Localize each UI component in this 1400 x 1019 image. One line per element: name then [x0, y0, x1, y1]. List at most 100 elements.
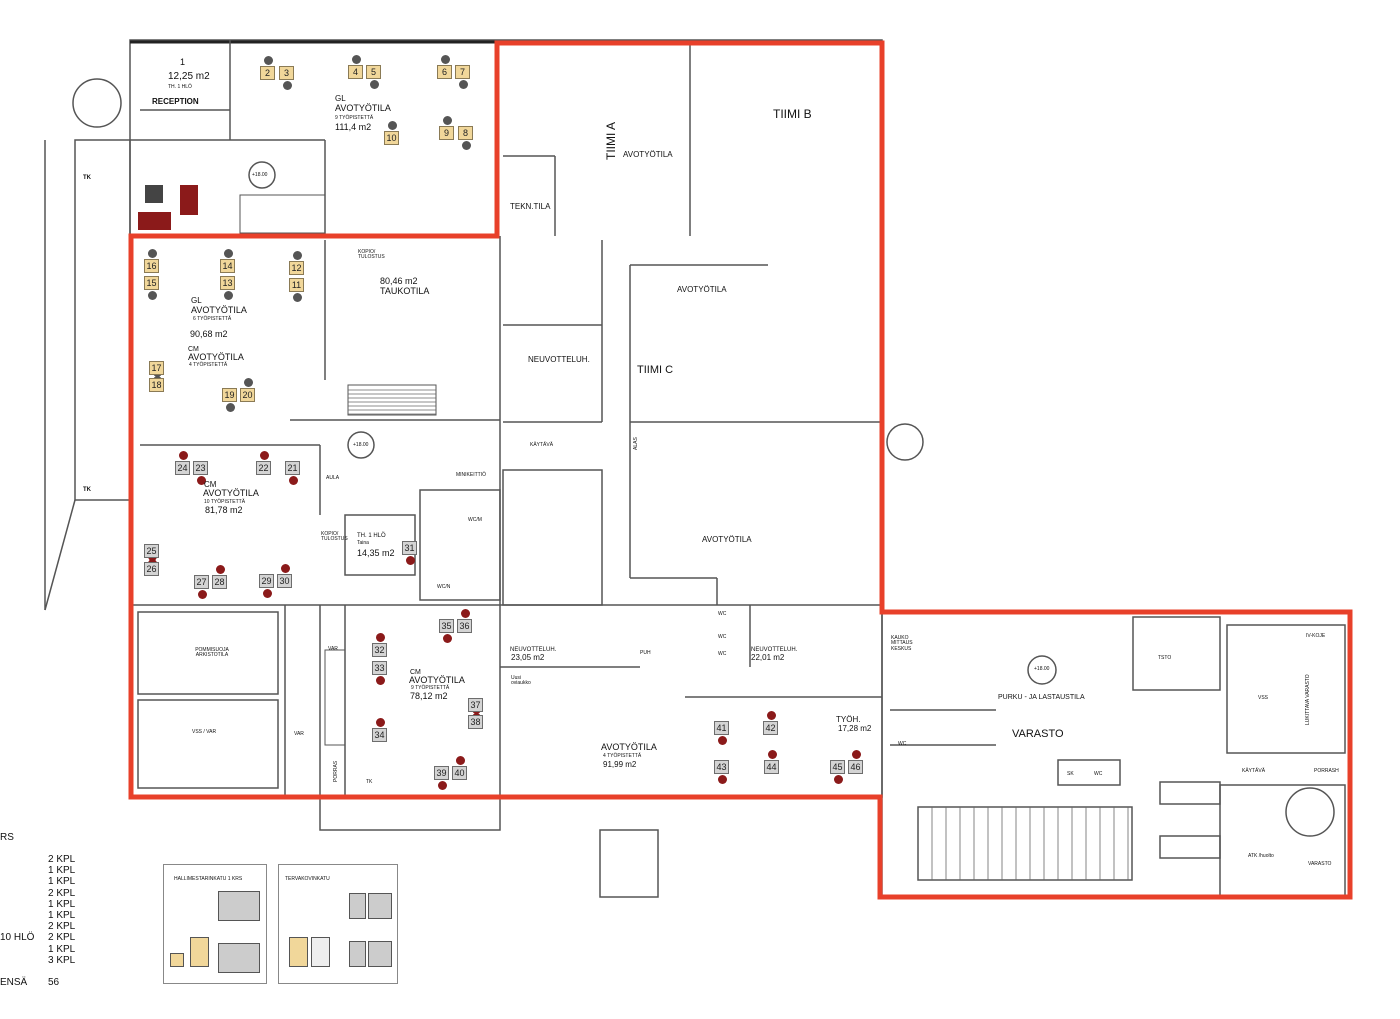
desk-20: 20 [240, 388, 255, 402]
chair [226, 403, 235, 412]
th-area: 14,35 m2 [357, 548, 395, 558]
gl1-name: AVOTYÖTILA [335, 103, 391, 113]
desk-23: 23 [193, 461, 208, 475]
desk-39: 39 [434, 766, 449, 780]
reception-sub: TH. 1 HLÖ [168, 84, 192, 90]
wardrobe [311, 937, 330, 967]
kaytava-label-2: KÄYTÄVÄ [1242, 768, 1266, 774]
sk-label: SK [1067, 771, 1074, 777]
desk-18: 18 [149, 378, 164, 392]
wcn-label: WC/N [437, 584, 451, 590]
cm2-seats: 10 TYÖPISTETTÄ [204, 499, 246, 505]
desk-22: 22 [256, 461, 271, 475]
chair [352, 55, 361, 64]
drawer-unit [170, 953, 184, 967]
cm3-area: 78,12 m2 [410, 691, 448, 701]
chair [283, 81, 292, 90]
chair [260, 451, 269, 460]
desk-38: 38 [468, 715, 483, 729]
cm2-name: AVOTYÖTILA [203, 488, 259, 498]
chair [216, 565, 225, 574]
level-marker: +18.00 [252, 172, 268, 178]
gl2-area: 90,68 m2 [190, 329, 228, 339]
cm1-seats: 4 TYÖPISTETTÄ [189, 362, 228, 368]
tk-label-2: TK [83, 487, 91, 493]
tiimi-c-label: TIIMI C [637, 364, 674, 376]
chair [293, 293, 302, 302]
desk-9: 9 [439, 126, 454, 140]
varasto-label: VARASTO [1012, 728, 1064, 740]
desk-16: 16 [144, 259, 159, 273]
tekn-tila-label: TEKN.TILA [510, 202, 551, 211]
legend-quantity: 2 KPL [48, 932, 76, 944]
kauko-label: KAUKO MITTAUS KESKUS [891, 635, 913, 652]
chair [197, 476, 206, 485]
avotyotila-label: AVOTYÖTILA [623, 150, 673, 159]
chair [370, 80, 379, 89]
desk-41: 41 [714, 721, 729, 735]
chair [198, 590, 207, 599]
chair [376, 633, 385, 642]
desk-4: 4 [348, 65, 363, 79]
chair [148, 249, 157, 258]
chair [438, 781, 447, 790]
alas-label: ALAS [633, 437, 639, 450]
desk-32: 32 [372, 643, 387, 657]
storage-cabinet [368, 941, 392, 967]
desk-21: 21 [285, 461, 300, 475]
gl2-name: AVOTYÖTILA [191, 305, 247, 315]
furniture-legend-box-2: TERVAKOVINKATU [278, 864, 398, 984]
desk-14: 14 [220, 259, 235, 273]
level-marker-3: +18.00 [1034, 666, 1050, 672]
desk-44: 44 [764, 760, 779, 774]
desk-27: 27 [194, 575, 209, 589]
chair [264, 56, 273, 65]
kopio-label-2: KOPIO/ TULOSTUS [321, 531, 348, 543]
avo4-area: 91,99 m2 [603, 760, 637, 769]
gl2-seats: 6 TYÖPISTETTÄ [193, 316, 232, 322]
desk-46: 46 [848, 760, 863, 774]
desk-33: 33 [372, 661, 387, 675]
legend-quantity: 2 KPL [48, 887, 76, 899]
cm1-name: AVOTYÖTILA [188, 352, 244, 362]
chair [244, 378, 253, 387]
desk-37: 37 [468, 698, 483, 712]
tk-label-3: TK [366, 779, 373, 785]
legend-quantity: 3 KPL [48, 954, 76, 966]
desk-10: 10 [384, 131, 399, 145]
legend-quantity: 1 KPL [48, 898, 76, 910]
avotyotila-label-3: AVOTYÖTILA [702, 535, 752, 544]
puh-label: PUH [640, 650, 651, 656]
chair [768, 750, 777, 759]
desk-13: 13 [220, 276, 235, 290]
var-label-2: VAR [328, 646, 338, 652]
cm3-seats: 9 TYÖPISTETTÄ [411, 685, 450, 691]
chair [461, 609, 470, 618]
furniture-legend-box-1: HALLIMESTARINKATU 1 KRS [163, 864, 267, 984]
legend-quantity: 2 KPL [48, 854, 76, 865]
level-marker-2: +18.00 [353, 442, 369, 448]
chair [224, 249, 233, 258]
gl2-dept: GL [191, 296, 202, 305]
chair [224, 291, 233, 300]
storage-cabinet [349, 893, 366, 919]
wc-label-1: WC [718, 611, 727, 617]
legend-quantity: 1 KPL [48, 943, 76, 955]
storage-cabinet [218, 943, 260, 973]
chair [289, 476, 298, 485]
sofas [138, 185, 198, 230]
desk-28: 28 [212, 575, 227, 589]
neuv1-area: 23,05 m2 [511, 653, 545, 662]
warehouse-stairs [348, 389, 1129, 880]
cm2-area: 81,78 m2 [205, 505, 243, 515]
chair [852, 750, 861, 759]
desk-17: 17 [149, 361, 164, 375]
legend-quantity: 1 KPL [48, 910, 76, 922]
aula-label: AULA [326, 475, 340, 481]
chair [456, 756, 465, 765]
chair [441, 55, 450, 64]
desk-19: 19 [222, 388, 237, 402]
legend-total: 56 [48, 977, 60, 988]
